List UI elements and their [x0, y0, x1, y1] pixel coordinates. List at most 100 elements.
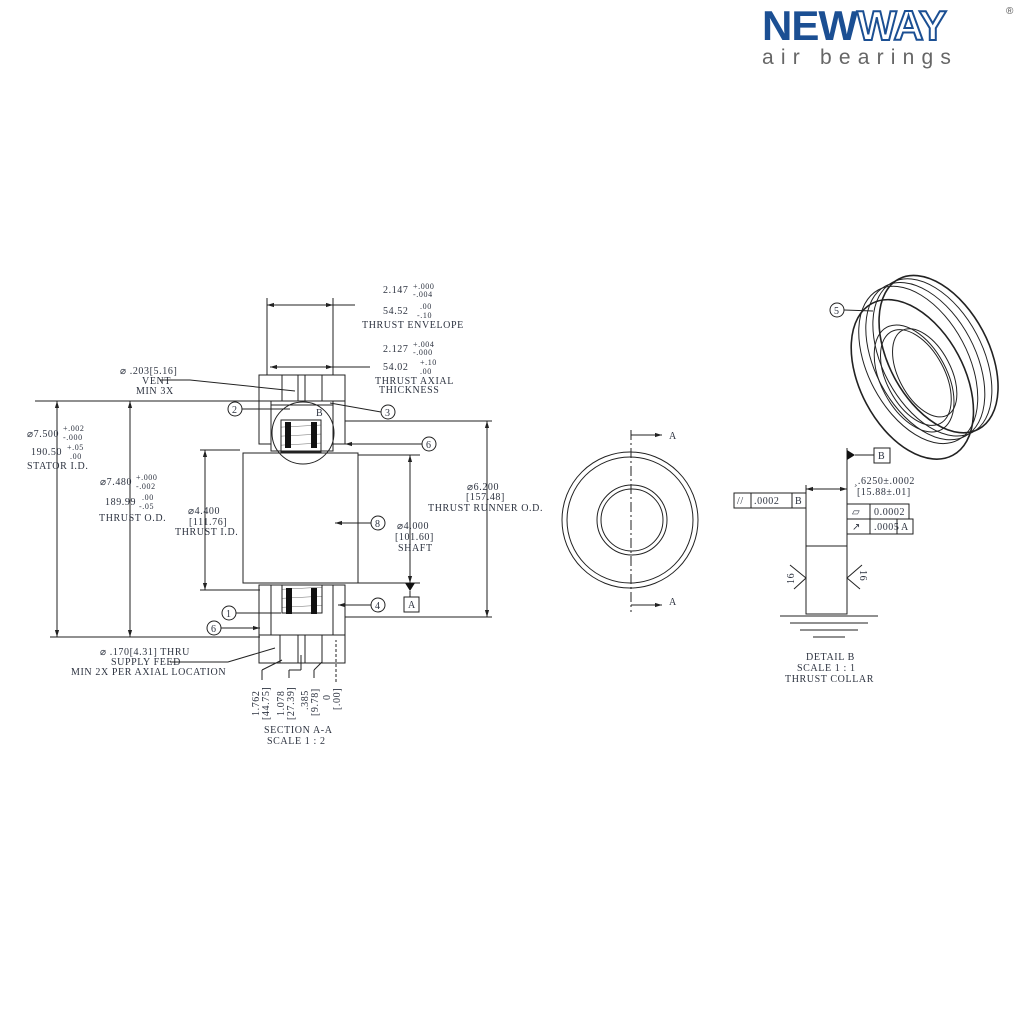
balloon-3: 3 — [329, 402, 396, 420]
logo-wordmark: NEWWAY — [762, 2, 1012, 49]
vent-label: VENT — [142, 376, 171, 387]
svg-text:5: 5 — [834, 306, 840, 317]
parallelism-value: .0002 — [754, 496, 780, 507]
section-a-a-view: 2.147 +.000 -.004 54.52 .00 -.10 THRUST … — [27, 282, 542, 747]
svg-text:1: 1 — [226, 609, 232, 620]
thrust-id-nominal: ⌀4.400 — [188, 506, 220, 517]
shaft-nominal: ⌀4.000 — [397, 521, 429, 532]
svg-text:3: 3 — [385, 408, 391, 419]
logo-registered-mark: ® — [1006, 6, 1014, 17]
upper-bearing-right — [332, 400, 346, 445]
balloon-8: 8 — [335, 515, 386, 531]
stator-id-metric: 190.50 — [31, 447, 62, 458]
thrust-collar-section — [805, 545, 848, 615]
datum-b-label: B — [878, 451, 885, 462]
position-2-mm: [27.39] — [286, 687, 297, 720]
balloon-6-top: 6 — [345, 436, 437, 452]
runout-frame: ↗ .0005 A — [846, 518, 914, 535]
thrust-axial-nominal: 2.127 — [383, 344, 409, 355]
section-title: SECTION A-A — [264, 725, 333, 736]
datum-b-box — [873, 447, 891, 464]
balloon-6-bottom: 6 — [206, 620, 260, 636]
position-3-inch: .385 — [300, 690, 311, 710]
isometric-bearing-view — [850, 274, 999, 460]
stator-id-label: STATOR I.D. — [27, 461, 88, 472]
detail-scale: SCALE 1 : 1 — [797, 663, 856, 674]
runout-datum: A — [901, 522, 909, 533]
balloon-5: 5 — [829, 302, 874, 318]
collar-thickness-metric: [15.88±.01] — [857, 487, 911, 498]
surface-finish-left-icon — [789, 564, 807, 590]
flatness-value: 0.0002 — [874, 507, 905, 518]
thrust-axial-metric: 54.02 — [383, 362, 409, 373]
thrust-axial-metric-minus: .00 — [420, 367, 432, 376]
upper-bearing-left — [258, 400, 272, 445]
parallelism-icon: // — [737, 496, 744, 507]
thrust-axial-metric-plus: +.10 — [420, 358, 437, 367]
detail-b-circle — [271, 401, 335, 465]
thrust-envelope-nominal: 2.147 — [383, 285, 409, 296]
front-view: A A — [561, 430, 699, 612]
surface-finish-left: 16 — [786, 573, 797, 584]
position-1-inch: 1.762 — [251, 691, 262, 717]
balloon-4: 4 — [338, 597, 386, 613]
svg-text:4: 4 — [375, 601, 381, 612]
section-cut-label-bottom: A — [669, 597, 677, 608]
runner-od-metric: [157.48] — [466, 492, 505, 503]
lower-pad-right — [311, 588, 317, 614]
runner-od-nominal: ⌀6.200 — [467, 482, 499, 493]
lower-bearing-right — [332, 584, 346, 636]
runout-icon: ↗ — [852, 522, 861, 533]
shaft-body — [242, 452, 359, 584]
svg-text:6: 6 — [426, 440, 432, 451]
thrust-envelope-tol-plus: +.000 — [413, 282, 435, 291]
vent-qty: MIN 3X — [136, 386, 174, 397]
stator-id-nominal: ⌀7.500 — [27, 429, 59, 440]
thrust-od-metric-minus: -.05 — [139, 502, 154, 511]
section-cut-label-top: A — [669, 431, 677, 442]
datum-a-box — [403, 596, 420, 613]
surface-finish-right-icon — [846, 564, 863, 590]
collar-thickness: ¸.6250±.0002 — [854, 476, 915, 487]
thrust-id-metric: [111.76] — [189, 517, 227, 528]
lower-stator-block — [258, 634, 346, 664]
thrust-axial-tol-minus: -.000 — [413, 348, 433, 357]
logo-brand-new: NEW — [762, 2, 858, 49]
thrust-id-label: THRUST I.D. — [175, 527, 238, 538]
datum-a-label: A — [408, 600, 416, 611]
section-scale: SCALE 1 : 2 — [267, 736, 326, 747]
shaft-metric: [101.60] — [395, 532, 434, 543]
thrust-envelope-tol-minus: -.004 — [413, 290, 433, 299]
supply-feed-qty: MIN 2X PER AXIAL LOCATION — [71, 667, 226, 678]
balloon-2: 2 — [227, 401, 290, 417]
stator-id-tol-minus: -.000 — [63, 433, 83, 442]
thrust-od-tol-plus: +.000 — [136, 473, 158, 482]
thrust-od-tol-minus: -.002 — [136, 482, 156, 491]
parallelism-datum: B — [795, 496, 802, 507]
parallelism-frame: // .0002 B — [733, 492, 807, 509]
detail-subtitle: THRUST COLLAR — [785, 674, 874, 685]
balloon-1: 1 — [221, 605, 281, 621]
flatness-frame: ▱ 0.0002 — [846, 503, 910, 520]
stator-id-tol-plus: +.002 — [63, 424, 85, 433]
bore-circle — [596, 484, 668, 556]
thrust-envelope-metric: 54.52 — [383, 306, 409, 317]
thrust-od-metric-plus: .00 — [142, 493, 154, 502]
upper-pad-right — [311, 422, 317, 448]
position-1-mm: [44.75] — [261, 687, 272, 720]
vent-callout: ⌀ .203[5.16] — [120, 366, 177, 377]
position-2-inch: 1.078 — [276, 691, 287, 717]
outer-circle — [561, 451, 699, 589]
thrust-axial-label-2: THICKNESS — [379, 385, 439, 396]
position-4-mm: [.00] — [332, 688, 343, 710]
thrust-axial-tol-plus: +.004 — [413, 340, 435, 349]
thrust-envelope-metric-minus: -.10 — [417, 311, 432, 320]
newway-logo: NEWWAY ® air bearings — [762, 2, 1014, 70]
thrust-od-nominal: ⌀7.480 — [100, 477, 132, 488]
thrust-envelope-label: THRUST ENVELOPE — [362, 320, 464, 331]
logo-brand-way: WAY — [856, 2, 948, 49]
axial-positions: 1.762 [44.75] 1.078 [27.39] .385 [9.78] … — [251, 687, 343, 720]
thrust-axial-label: THRUST AXIAL — [375, 376, 454, 387]
stator-id-metric-plus: +.05 — [67, 443, 84, 452]
runner-circle — [566, 456, 694, 584]
